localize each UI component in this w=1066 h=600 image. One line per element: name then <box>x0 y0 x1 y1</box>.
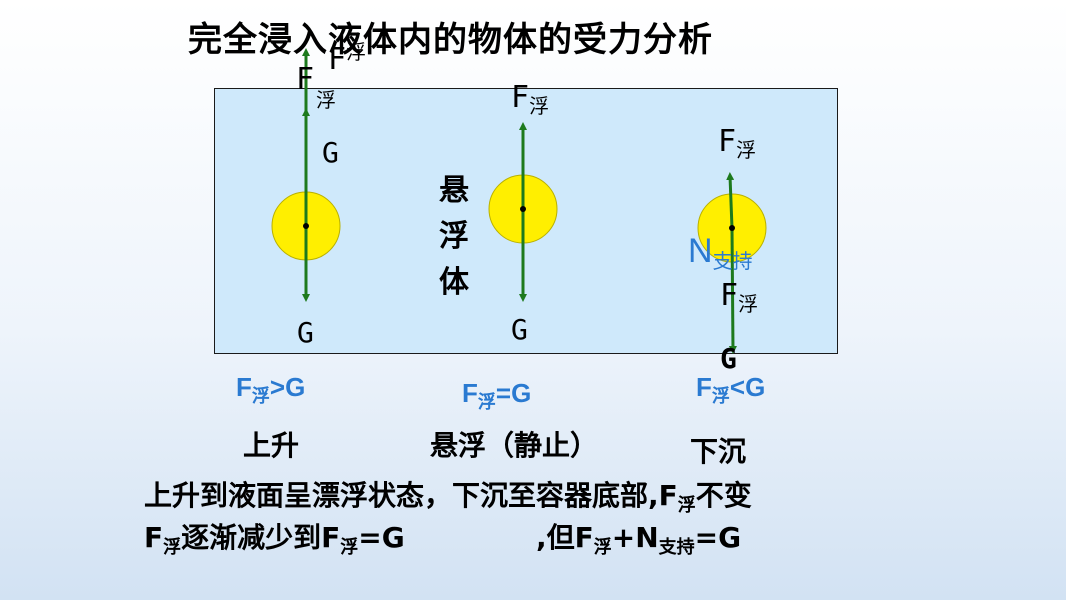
label-right-n: N支持 <box>688 232 753 273</box>
label-left-g-upper: G <box>322 136 339 169</box>
label-left-f-inner-sub: 浮 <box>316 88 336 112</box>
suspended-body-label: 悬浮体 <box>439 173 469 300</box>
state-middle: 悬浮（静止） <box>430 429 599 462</box>
state-right: 下沉 <box>690 435 747 468</box>
arrow-right-buoyancy <box>726 172 735 229</box>
arrow-right-gravity <box>728 227 737 354</box>
label-left-f-outer: F浮 <box>328 40 367 77</box>
ball-middle-center <box>520 206 526 212</box>
ball-left-center <box>303 223 309 229</box>
label-middle-f: F浮 <box>511 80 550 118</box>
explanation-line-2a: F浮逐渐减少到F浮=G <box>144 521 405 558</box>
state-left: 上升 <box>243 429 300 462</box>
label-right-f: F浮 <box>718 124 757 162</box>
label-left-f-inner: F <box>296 62 315 97</box>
comparison-middle: F浮=G <box>462 378 532 412</box>
label-middle-g: G <box>511 313 528 346</box>
comparison-right: F浮<G <box>696 372 766 406</box>
ball-right-center <box>729 225 735 231</box>
comparison-left: F浮>G <box>236 372 306 406</box>
page-title: 完全浸入液体内的物体的受力分析 <box>188 20 713 60</box>
label-right-f-lower: F浮 <box>720 278 759 316</box>
label-right-g: G <box>720 342 737 375</box>
explanation-line-1: 上升到液面呈漂浮状态，下沉至容器底部,F浮不变 <box>144 479 752 516</box>
explanation-line-2b: ,但F浮+N支持=G <box>536 521 742 558</box>
label-left-g: G <box>297 316 314 349</box>
